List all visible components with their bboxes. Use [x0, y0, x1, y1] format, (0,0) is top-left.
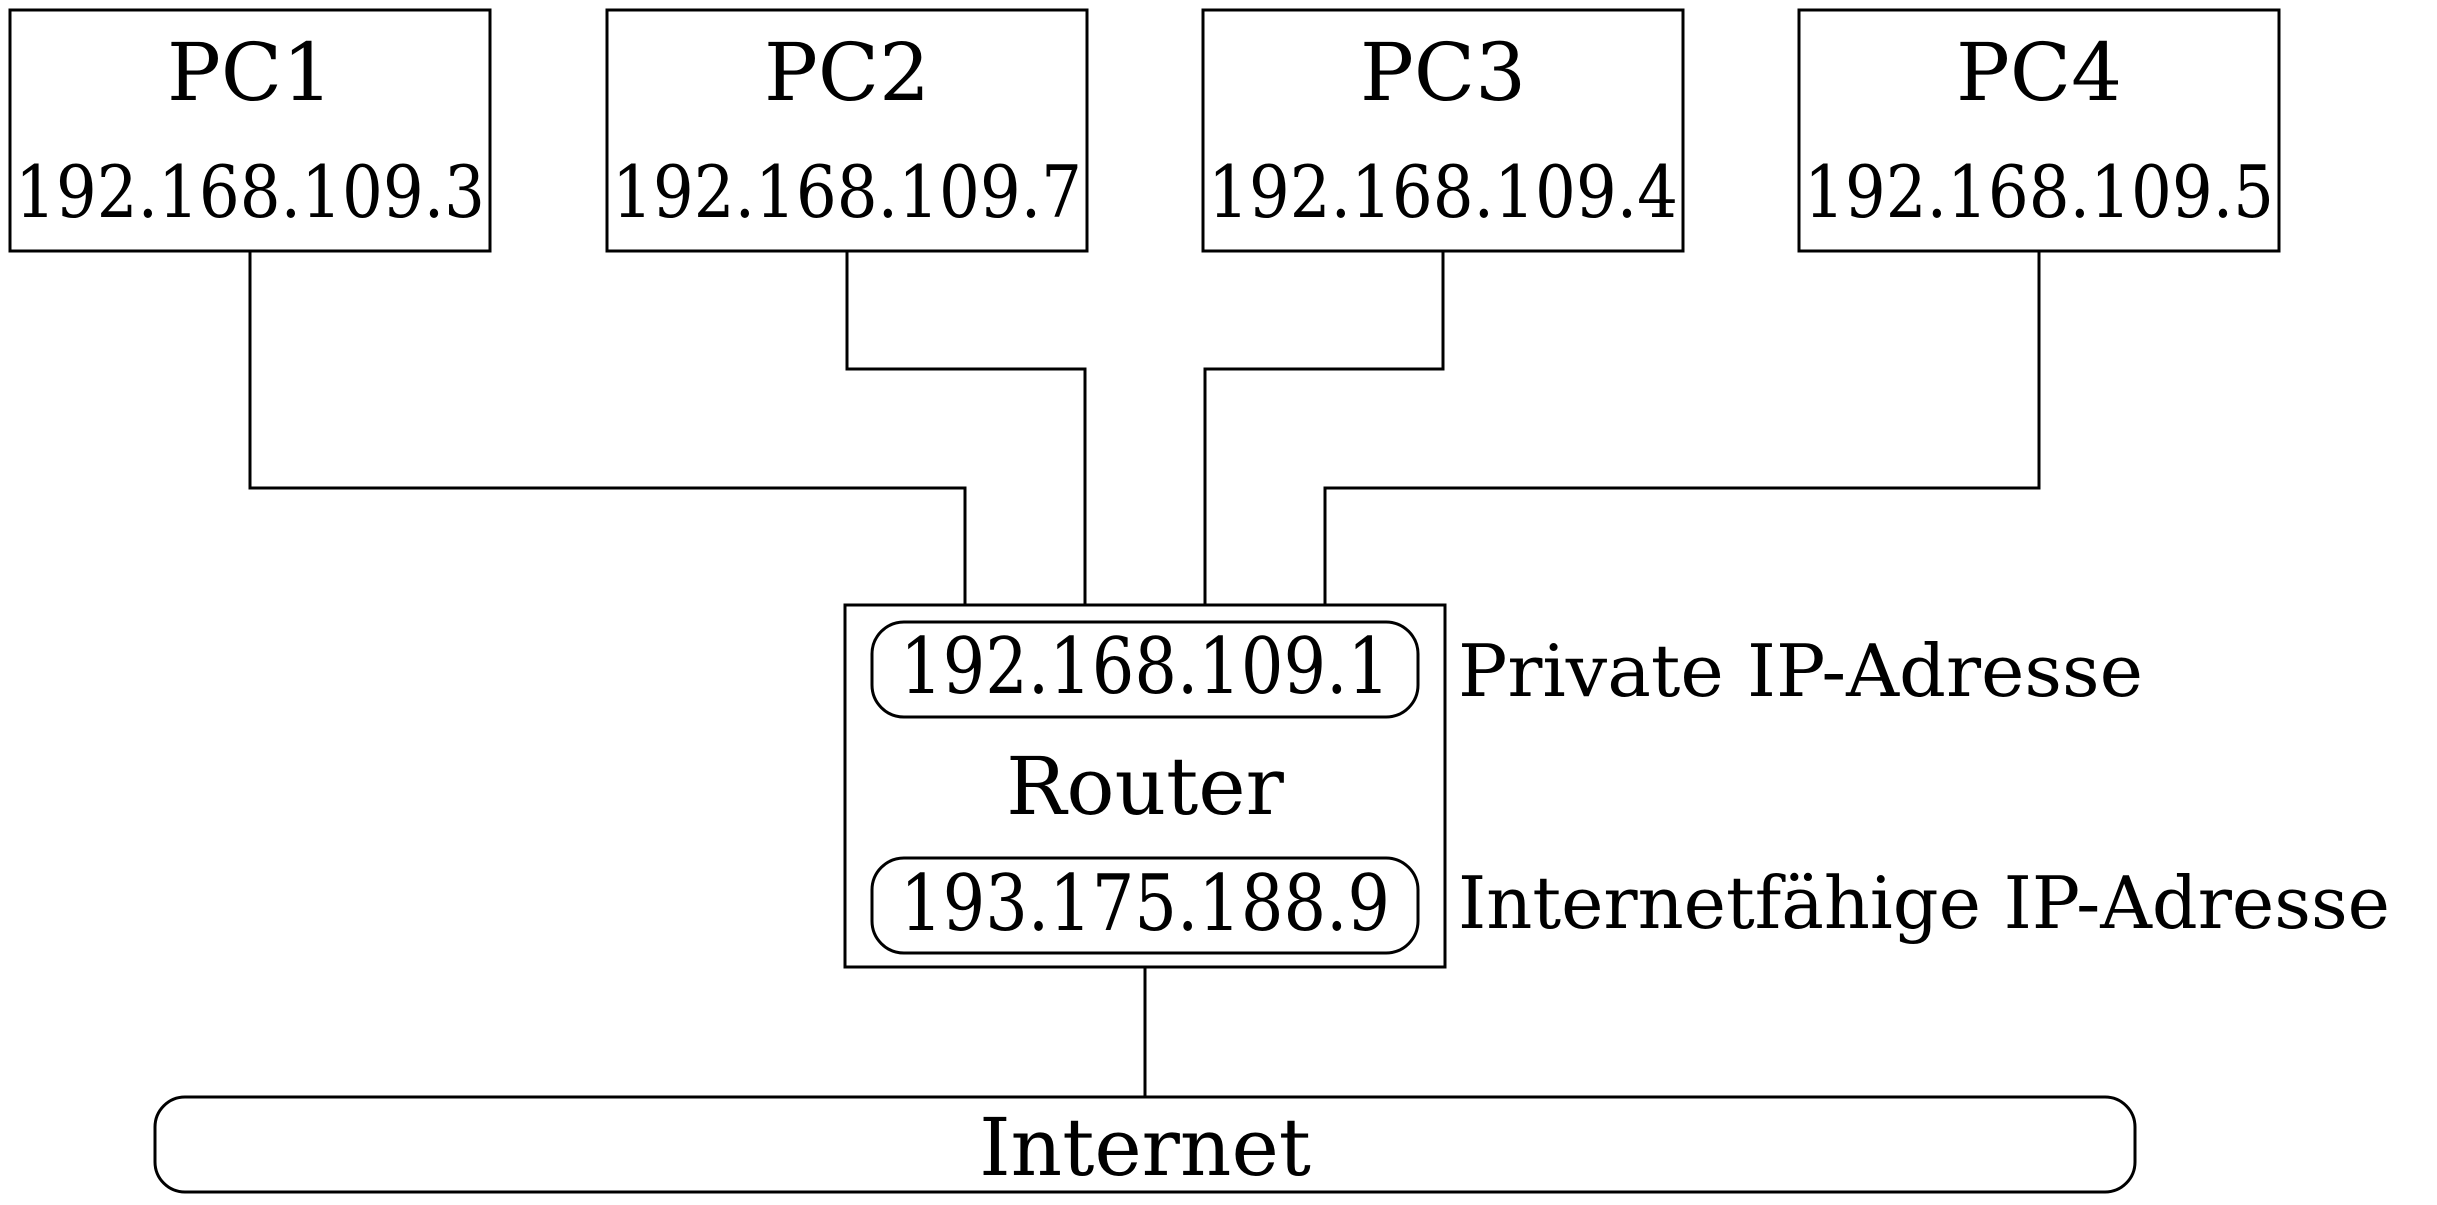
connections: [248, 251, 2041, 1097]
pc2-ip: 192.168.109.7: [612, 150, 1082, 234]
pc4-box: [1797, 8, 2281, 253]
router-private-ip: 192.168.109.1: [900, 622, 1390, 712]
pc2-node: PC2 192.168.109.7: [605, 8, 1089, 253]
internet-box: [153, 1095, 2137, 1194]
pc3-name: PC3: [1360, 26, 1526, 119]
pc1-box: [8, 8, 492, 253]
pc4-node: PC4 192.168.109.5: [1797, 8, 2281, 253]
router-public-ip-pill: [870, 856, 1420, 955]
router-node: 192.168.109.1 Router 193.175.188.9: [843, 603, 1447, 969]
wire-pc4-router: [1323, 251, 2041, 605]
router-public-ip: 193.175.188.9: [900, 859, 1390, 949]
wire-pc3-router: [1203, 251, 1445, 605]
wire-pc1-router: [248, 251, 967, 605]
pc3-box: [1201, 8, 1685, 253]
pc4-ip: 192.168.109.5: [1804, 150, 2274, 234]
pc4-name: PC4: [1956, 26, 2122, 119]
pc1-name: PC1: [167, 26, 333, 119]
internet-node: Internet: [153, 1095, 2137, 1194]
pc2-box: [605, 8, 1089, 253]
wire-pc2-router: [845, 251, 1087, 605]
router-private-ip-pill: [870, 620, 1420, 719]
public-ip-label: Internetfähige IP-Adresse: [1458, 861, 2390, 945]
pc1-ip: 192.168.109.3: [15, 150, 485, 234]
pc1-node: PC1 192.168.109.3: [8, 8, 492, 253]
pc3-ip: 192.168.109.4: [1208, 150, 1678, 234]
pc2-name: PC2: [764, 26, 930, 119]
router-name: Router: [1006, 740, 1284, 833]
private-ip-label: Private IP-Adresse: [1458, 629, 2143, 713]
pc3-node: PC3 192.168.109.4: [1201, 8, 1685, 253]
internet-label: Internet: [979, 1101, 1311, 1194]
